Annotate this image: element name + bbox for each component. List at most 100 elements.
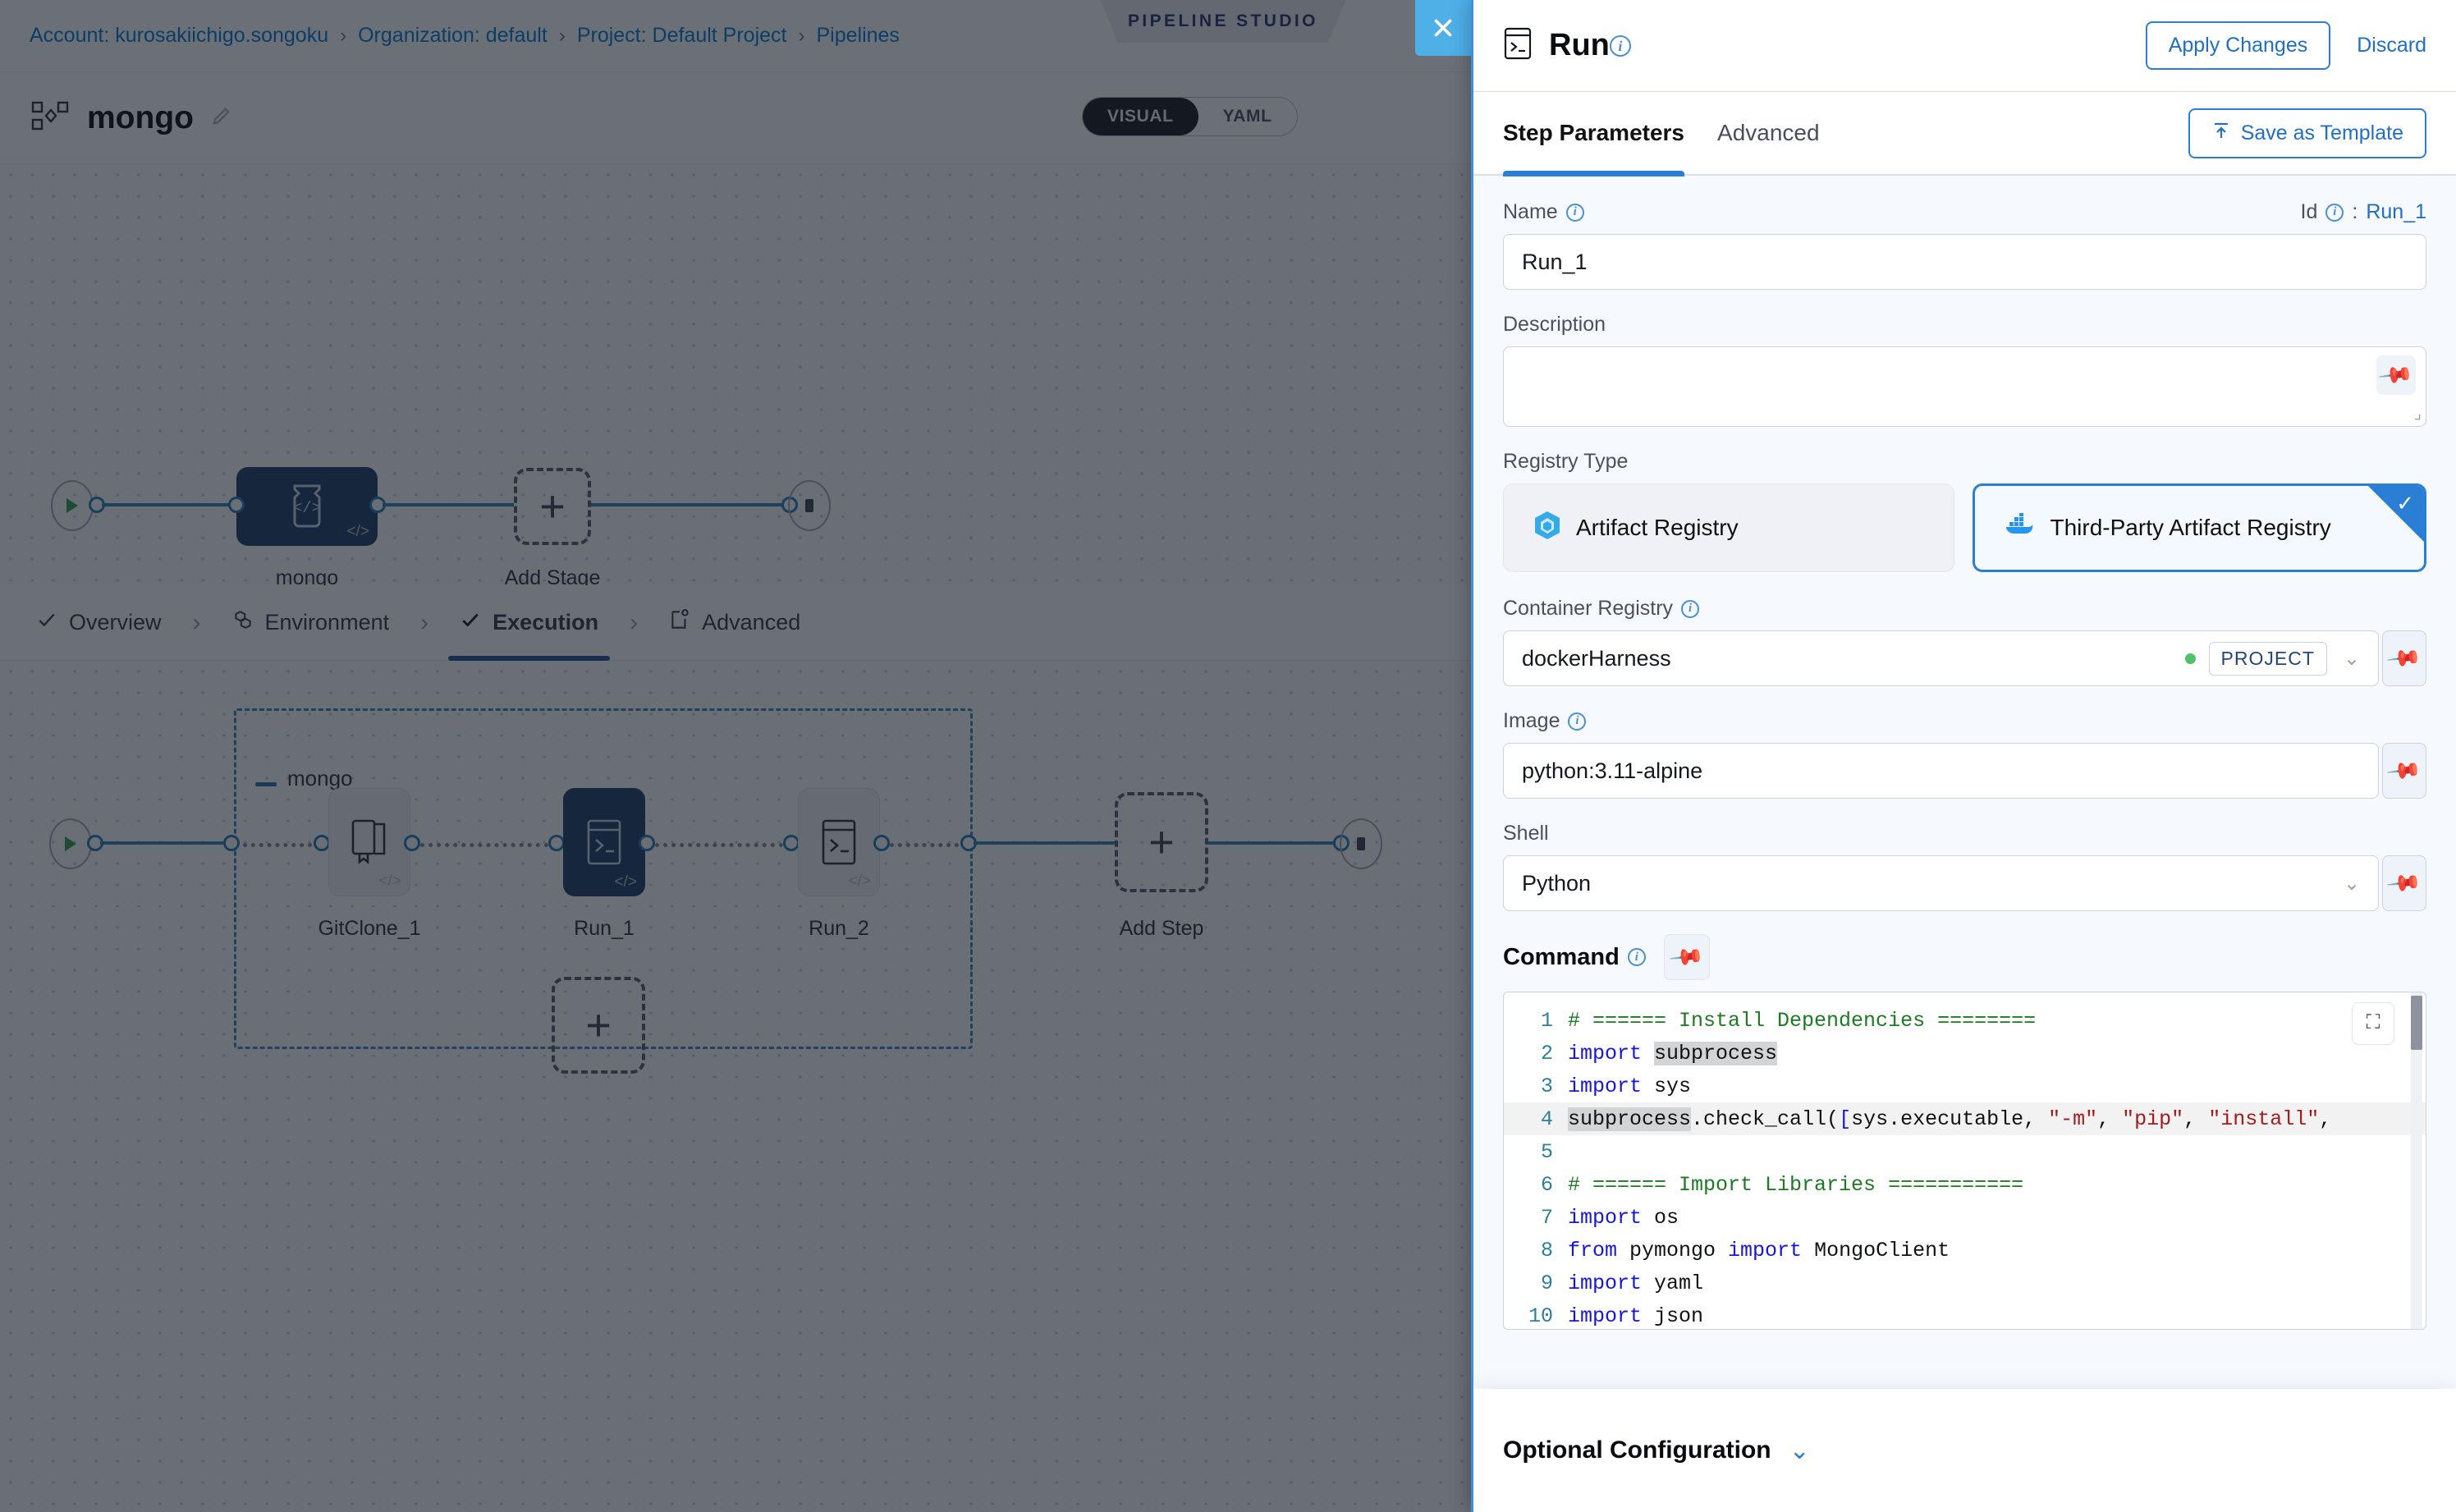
info-icon[interactable]: i	[1609, 34, 1631, 57]
line-number: 6	[1540, 1172, 1553, 1197]
edge	[655, 843, 783, 847]
add-step-button[interactable]: +	[1115, 792, 1208, 892]
resize-grip-icon[interactable]: ⌟	[2413, 405, 2422, 423]
step-node-gitclone-1[interactable]: </>	[328, 788, 410, 896]
terminal-icon	[1503, 26, 1533, 65]
execution-canvas[interactable]: mongo </> GitClone_1	[0, 661, 1471, 1512]
pencil-icon[interactable]	[210, 104, 233, 131]
pin-shell-button[interactable]: 📌	[2382, 855, 2426, 911]
image-input[interactable]	[1503, 743, 2379, 799]
edge	[890, 843, 959, 847]
chevron-down-icon[interactable]: ⌄	[1789, 1436, 1810, 1464]
view-mode-yaml[interactable]: YAML	[1222, 107, 1272, 126]
stage-canvas[interactable]: </> </> mongo + Add Stage	[0, 164, 1471, 589]
plus-icon: +	[539, 482, 566, 531]
registry-option-artifact-registry[interactable]: Artifact Registry	[1503, 483, 1954, 572]
registry-option-label: Artifact Registry	[1576, 515, 1739, 540]
save-as-template-label: Save as Template	[2240, 121, 2403, 144]
registry-option-label: Third-Party Artifact Registry	[2050, 515, 2331, 540]
code-line: 5	[1504, 1135, 2426, 1168]
stepnav-label: Overview	[69, 610, 162, 635]
code-badge-icon: </>	[346, 523, 369, 540]
breadcrumb-item-project[interactable]: Project: Default Project	[576, 24, 787, 47]
expand-icon[interactable]: ⛶	[2352, 1002, 2394, 1045]
command-label-group: Command i	[1503, 944, 1646, 971]
tab-advanced[interactable]: Advanced	[1717, 120, 1820, 145]
stepnav-item-overview[interactable]: Overview	[33, 585, 165, 661]
code-lines: 1# ====== Install Dependencies ========2…	[1504, 992, 2426, 1329]
code-text: # ====== Import Libraries ===========	[1568, 1172, 2024, 1197]
chevron-down-icon[interactable]: ⌄	[2343, 647, 2360, 670]
port	[783, 835, 800, 851]
editor-scrollbar-track[interactable]	[2411, 992, 2422, 1329]
add-stage-button[interactable]: +	[514, 468, 591, 545]
stage-node-mongo[interactable]: </> </>	[236, 467, 378, 546]
editor-scrollbar-thumb[interactable]	[2411, 996, 2422, 1050]
info-icon[interactable]: i	[1627, 948, 1646, 966]
id-label: Id	[2300, 200, 2318, 223]
breadcrumb-item-account[interactable]: Account: kurosakiichigo.songoku	[30, 24, 329, 47]
pin-description-button[interactable]: 📌	[2376, 355, 2416, 395]
apply-changes-button[interactable]: Apply Changes	[2145, 21, 2331, 70]
step-id-display: Id i : Run_1	[2301, 200, 2426, 224]
line-number: 3	[1540, 1074, 1553, 1098]
pin-icon: 📌	[2385, 639, 2423, 676]
info-icon[interactable]: i	[2325, 203, 2344, 222]
line-number: 1	[1540, 1008, 1553, 1033]
pipeline-studio-backdrop: Account: kurosakiichigo.songoku › Organi…	[0, 0, 1471, 1512]
command-code-editor[interactable]: 1# ====== Install Dependencies ========2…	[1503, 992, 2426, 1330]
breadcrumb-item-organization[interactable]: Organization: default	[358, 24, 548, 47]
name-field-wrap	[1503, 234, 2426, 290]
step-nav[interactable]: Overview › Environment › Execution ›	[0, 585, 1471, 661]
code-badge-icon: </>	[614, 873, 637, 891]
view-mode-visual[interactable]: VISUAL	[1083, 98, 1198, 135]
step-node-run-2[interactable]: </>	[798, 788, 880, 896]
stepnav-item-execution[interactable]: Execution	[448, 585, 611, 661]
drawer-tabs[interactable]: Step Parameters Advanced Save as Templat…	[1473, 92, 2456, 176]
collapse-icon[interactable]	[255, 782, 277, 786]
save-as-template-button[interactable]: Save as Template	[2188, 108, 2426, 158]
breadcrumb-item-pipelines[interactable]: Pipelines	[816, 24, 900, 47]
add-parallel-step-button[interactable]: +	[552, 977, 645, 1074]
line-number: 4	[1540, 1107, 1553, 1131]
close-panel-button[interactable]	[1415, 0, 1471, 56]
hexagon-icon	[232, 609, 254, 636]
code-text: import subprocess	[1568, 1041, 1778, 1065]
id-separator: :	[2352, 200, 2358, 223]
container-registry-select[interactable]: dockerHarness PROJECT ⌄	[1503, 630, 2379, 686]
info-icon[interactable]: i	[1565, 203, 1584, 222]
shell-value: Python	[1522, 870, 1592, 896]
shell-select[interactable]: Python ⌄	[1503, 855, 2379, 911]
pin-icon: 📌	[2385, 864, 2423, 901]
info-icon[interactable]: i	[1568, 712, 1587, 731]
breadcrumb-separator-icon: ›	[798, 24, 805, 47]
stepnav-item-environment[interactable]: Environment	[229, 585, 393, 661]
chevron-down-icon[interactable]: ⌄	[2343, 872, 2360, 895]
stepnav-label: Execution	[493, 610, 599, 635]
info-icon[interactable]: i	[1681, 599, 1700, 618]
view-mode-toggle[interactable]: VISUAL YAML	[1082, 97, 1298, 136]
pin-container-registry-button[interactable]: 📌	[2382, 630, 2426, 686]
pin-icon: 📌	[2385, 752, 2423, 789]
stepnav-item-advanced[interactable]: Advanced	[666, 585, 804, 661]
pipeline-studio-badge-label: PIPELINE STUDIO	[1128, 11, 1318, 30]
step-node-run-1[interactable]: </>	[563, 788, 645, 896]
step-node-label: GitClone_1	[318, 917, 421, 940]
code-line: 1# ====== Install Dependencies ========	[1504, 1004, 2426, 1037]
pin-image-button[interactable]: 📌	[2382, 743, 2426, 799]
tab-step-parameters[interactable]: Step Parameters	[1503, 91, 1685, 176]
line-number: 7	[1540, 1205, 1553, 1230]
pin-command-button[interactable]: 📌	[1663, 934, 1710, 980]
description-textarea[interactable]: 📌 ⌟	[1503, 346, 2426, 427]
edge	[243, 843, 312, 847]
name-input[interactable]	[1503, 234, 2426, 290]
optional-configuration-section[interactable]: Optional Configuration ⌄	[1473, 1389, 2456, 1512]
image-field-wrap: 📌	[1503, 743, 2426, 799]
discard-button[interactable]: Discard	[2357, 34, 2426, 57]
pipeline-start-node	[51, 480, 94, 531]
registry-option-third-party-artifact-registry[interactable]: Third-Party Artifact Registry ✓	[1972, 483, 2426, 572]
code-text: import sys	[1568, 1074, 1692, 1098]
